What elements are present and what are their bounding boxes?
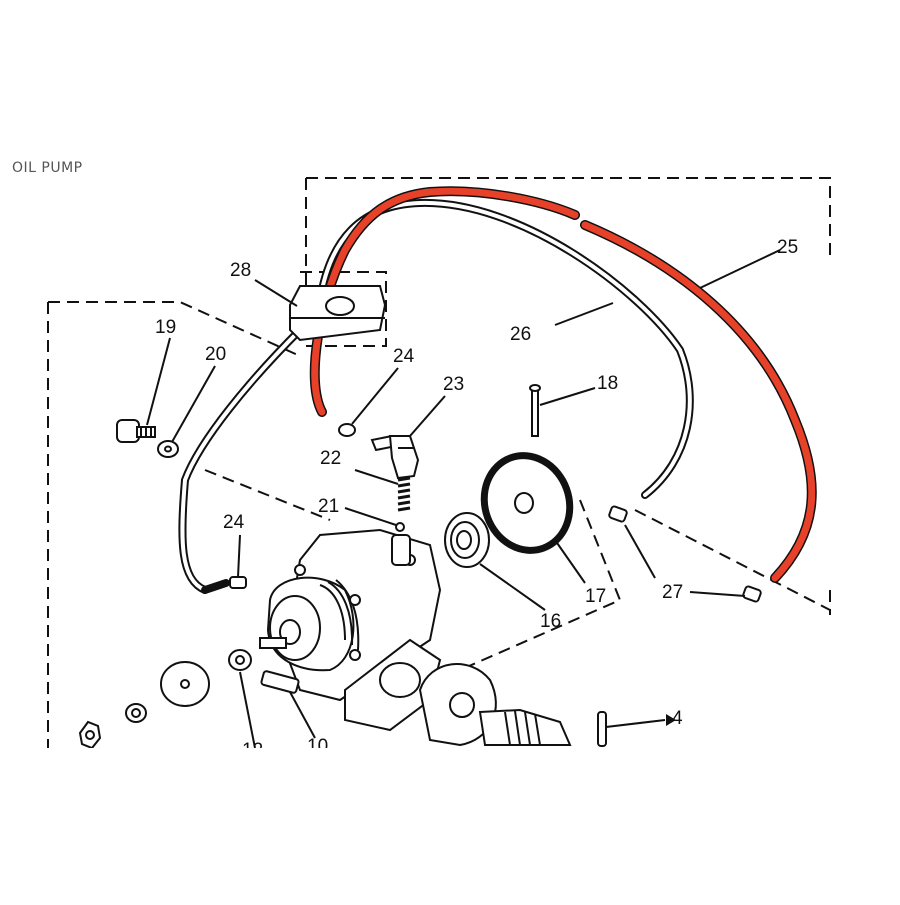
callout-24-upper: 24 [393,346,415,367]
pin-18 [529,384,541,437]
callout-21: 21 [318,496,339,517]
seal-16 [444,512,490,568]
pump-shaft-and-washers [78,637,300,750]
figure-crop-mask [0,748,900,900]
callout-28: 28 [230,260,251,281]
callout-27: 27 [662,582,683,603]
callout-22: 22 [320,448,341,469]
callout-leader-lines [146,249,781,749]
bolt-19 [116,419,156,443]
disc-17 [480,452,574,554]
ball-21 [395,522,405,532]
callout-23: 23 [443,374,464,395]
spring-22 [397,476,411,512]
callout-17: 17 [585,586,606,607]
hose-26-white [178,198,694,594]
callout-19: 19 [155,317,176,338]
oil-pump-body [266,528,442,732]
callout-24-lower: 24 [223,512,245,533]
hose-clips-27 [608,505,762,603]
clip-24-lower [229,576,247,589]
callout-18: 18 [597,373,618,394]
callout-16: 16 [540,611,561,632]
clip-24-upper [338,423,356,437]
callout-20: 20 [205,344,226,365]
callout-4: 4 [672,708,683,729]
gasket-and-drive-gear [418,663,607,747]
arrowhead-4 [666,714,676,726]
washer-20 [157,440,179,458]
hose-25-highlighted [309,186,817,583]
callout-25: 25 [777,237,798,258]
diagram-title: OIL PUMP [12,160,83,176]
fitting-23 [370,434,420,480]
assembly-boundary-lines [47,177,831,750]
hose-holder-28 [289,285,387,342]
callout-26: 26 [510,324,531,345]
